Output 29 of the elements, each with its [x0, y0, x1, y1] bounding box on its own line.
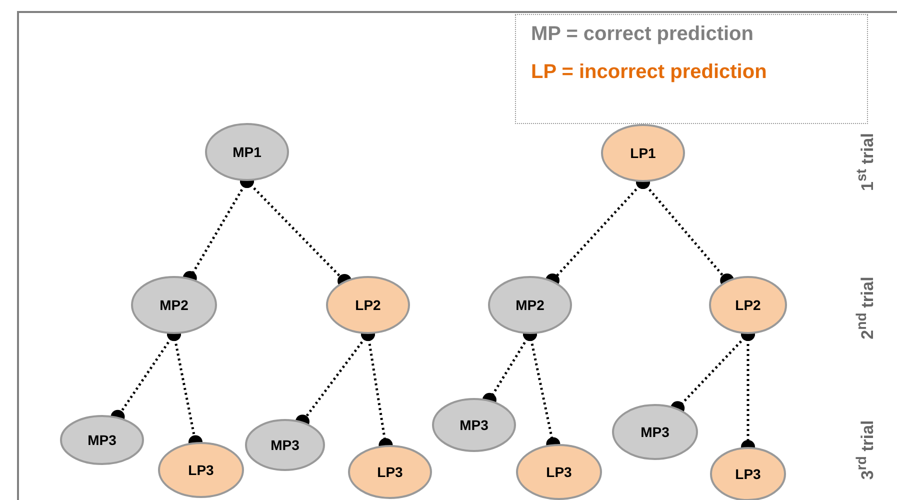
node-label: MP3: [460, 417, 488, 433]
ellipse-node: [432, 398, 516, 452]
ellipse-node: [612, 404, 698, 460]
legend-text: LP = incorrect prediction: [531, 61, 768, 84]
node-label: LP3: [735, 466, 761, 482]
node-label: LP2: [735, 297, 761, 313]
ellipse-node: [205, 123, 289, 181]
node-label: MP3: [270, 437, 300, 453]
node-label: MP3: [88, 432, 116, 448]
node-label: MP3: [640, 424, 670, 440]
ellipse-node: [348, 445, 432, 499]
ellipse-node: [60, 415, 144, 465]
node-label: LP1: [630, 145, 656, 161]
node-label: MP2: [516, 297, 544, 313]
ellipse-node: [488, 276, 572, 334]
node-label: LP3: [546, 464, 572, 480]
node-label: LP2: [355, 297, 381, 313]
node-label: MP2: [160, 297, 188, 313]
ellipse-node: [326, 276, 410, 334]
ellipse-node: [601, 124, 685, 182]
ellipse-node: [131, 276, 217, 334]
node-label: MP1: [232, 144, 262, 160]
ellipse-node: [516, 444, 602, 500]
ellipse-node: [709, 276, 787, 334]
node-label: LP3: [188, 462, 214, 478]
ellipse-node: [245, 419, 325, 471]
ellipse-node: [158, 442, 244, 498]
node-label: LP3: [377, 464, 403, 480]
legend-text: MP = correct prediction: [531, 23, 754, 46]
